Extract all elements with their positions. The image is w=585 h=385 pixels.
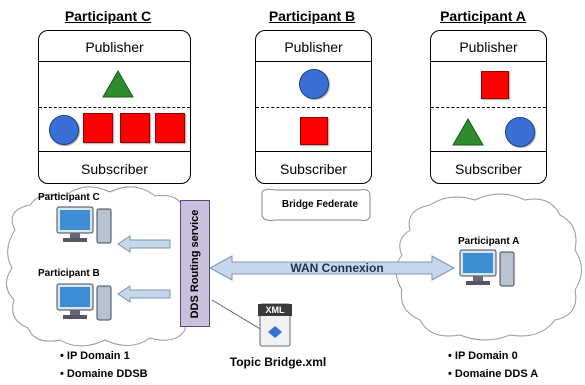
bridge-federate-shape [261,188,371,221]
wan-label: WAN Connexion [290,261,384,275]
publisher-label: Publisher [459,39,518,55]
subscriber-label: Subscriber [280,161,347,177]
green-triangle-icon [102,69,134,98]
dds-routing-service: DDS Routing service [180,200,210,327]
bridge-federate-label: Bridge Federate [281,199,359,210]
cloud-participant-c-label: Participant C [38,192,100,203]
participant-b-box: Publisher Subscriber [255,30,372,184]
arrow-to-participant-b [117,285,171,303]
red-square-icon [120,113,150,143]
right-bullet-1: • IP Domain 0 [448,350,518,362]
computer-icon [458,248,518,295]
bullet-text: IP Domain 1 [66,350,130,362]
xml-badge-label: XML [265,305,285,315]
arrow-to-participant-c [117,235,171,253]
dashed-divider [39,107,190,108]
cloud-participant-b-label: Participant B [38,268,100,279]
left-cloud [6,186,186,347]
publisher-label: Publisher [284,39,343,55]
participant-b-title: Participant B [268,8,356,24]
left-bullet-1: • IP Domain 1 [60,350,130,362]
divider [256,61,371,62]
dashed-divider [256,107,371,108]
participant-a-title: Participant A [440,8,526,24]
xml-file-icon: XML [256,300,296,352]
bullet-text: Domaine DDS A [454,368,539,380]
red-square-icon [83,113,113,143]
topic-bridge-label: Topic Bridge.xml [229,355,327,369]
blue-circle-icon [49,115,79,145]
participant-c-title: Participant C [64,8,152,24]
bullet-text: IP Domain 0 [454,350,518,362]
divider [256,151,371,152]
participant-c-box: Publisher Subscriber [38,30,191,184]
dashed-divider [431,107,546,108]
divider [431,61,546,62]
subscriber-label: Subscriber [455,161,522,177]
blue-circle-icon [299,69,329,99]
red-square-icon [300,117,328,145]
bullet-text: Domaine DDSB [66,368,148,380]
computer-icon [55,282,115,329]
cloud-participant-a-label: Participant A [458,236,520,247]
left-bullet-2: • Domaine DDSB [60,368,148,380]
red-square-icon [155,113,185,143]
subscriber-label: Subscriber [81,161,148,177]
wan-arrow [208,255,456,281]
dds-routing-service-label: DDS Routing service [189,209,201,318]
right-bullet-2: • Domaine DDS A [448,368,539,380]
divider [39,151,190,152]
xml-connector-line [211,299,263,331]
red-square-icon [481,71,509,99]
divider [431,151,546,152]
computer-icon [55,205,115,252]
divider [39,61,190,62]
publisher-label: Publisher [85,39,144,55]
green-triangle-icon [452,117,484,146]
blue-circle-icon [505,117,535,147]
participant-a-box: Publisher Subscriber [430,30,547,184]
